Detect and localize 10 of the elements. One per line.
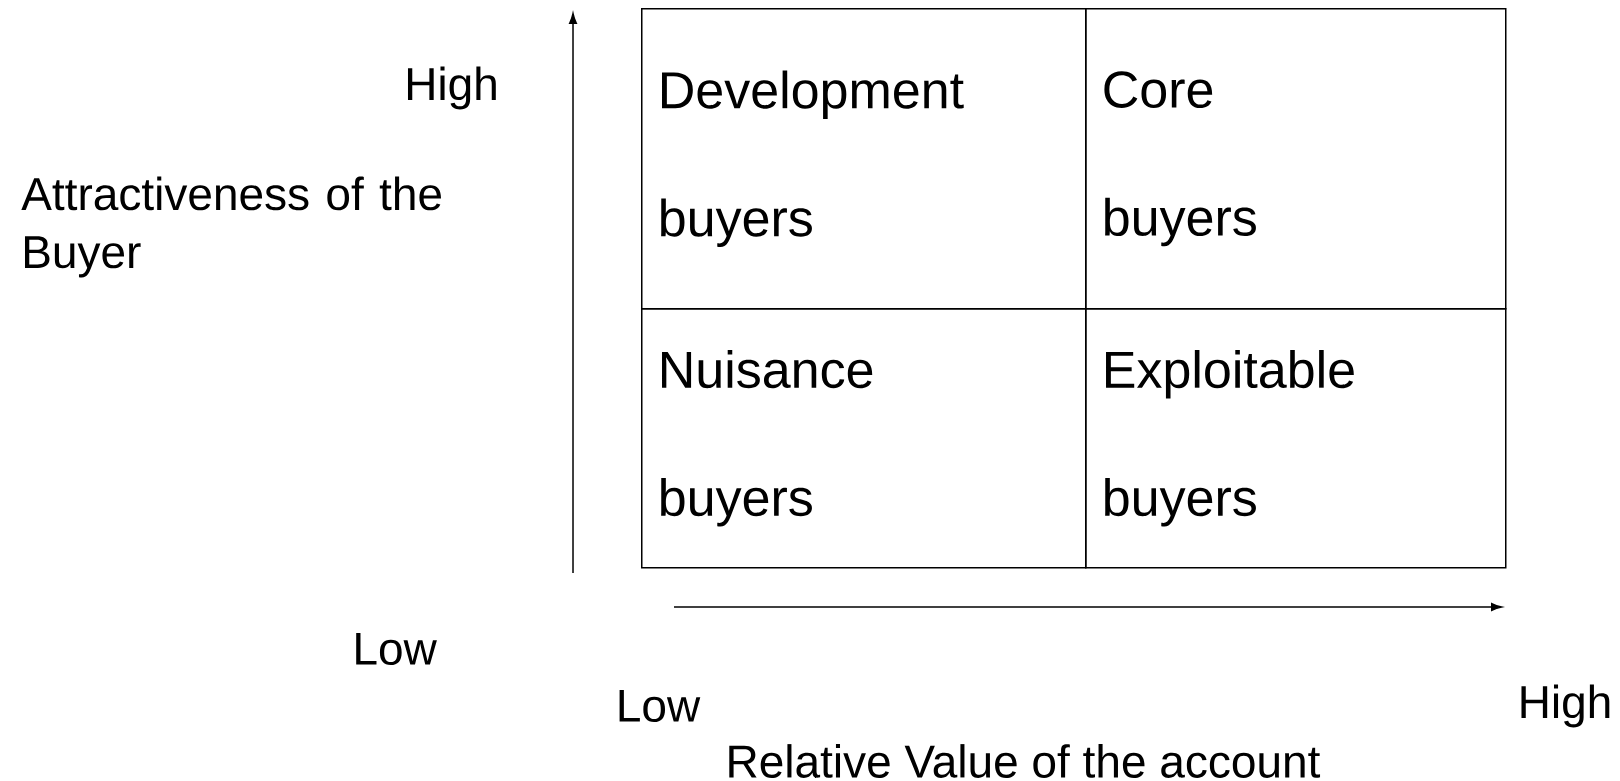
axis-label: High bbox=[408, 66, 496, 110]
quadrant-box: Development buyers bbox=[641, 8, 1087, 310]
quadrant-box: Core buyers bbox=[1085, 8, 1507, 310]
axis-label: Low bbox=[619, 689, 701, 723]
axis-label: High bbox=[1521, 684, 1610, 728]
quadrant-box: Nuisance buyers bbox=[641, 308, 1087, 569]
axis-label: Relative Value of the account bbox=[729, 744, 1321, 778]
quadrant-box: Exploitable buyers bbox=[1085, 308, 1507, 569]
axis-label: Attractiveness of the Buyer bbox=[21, 176, 441, 278]
axis-label: Low bbox=[356, 632, 437, 666]
